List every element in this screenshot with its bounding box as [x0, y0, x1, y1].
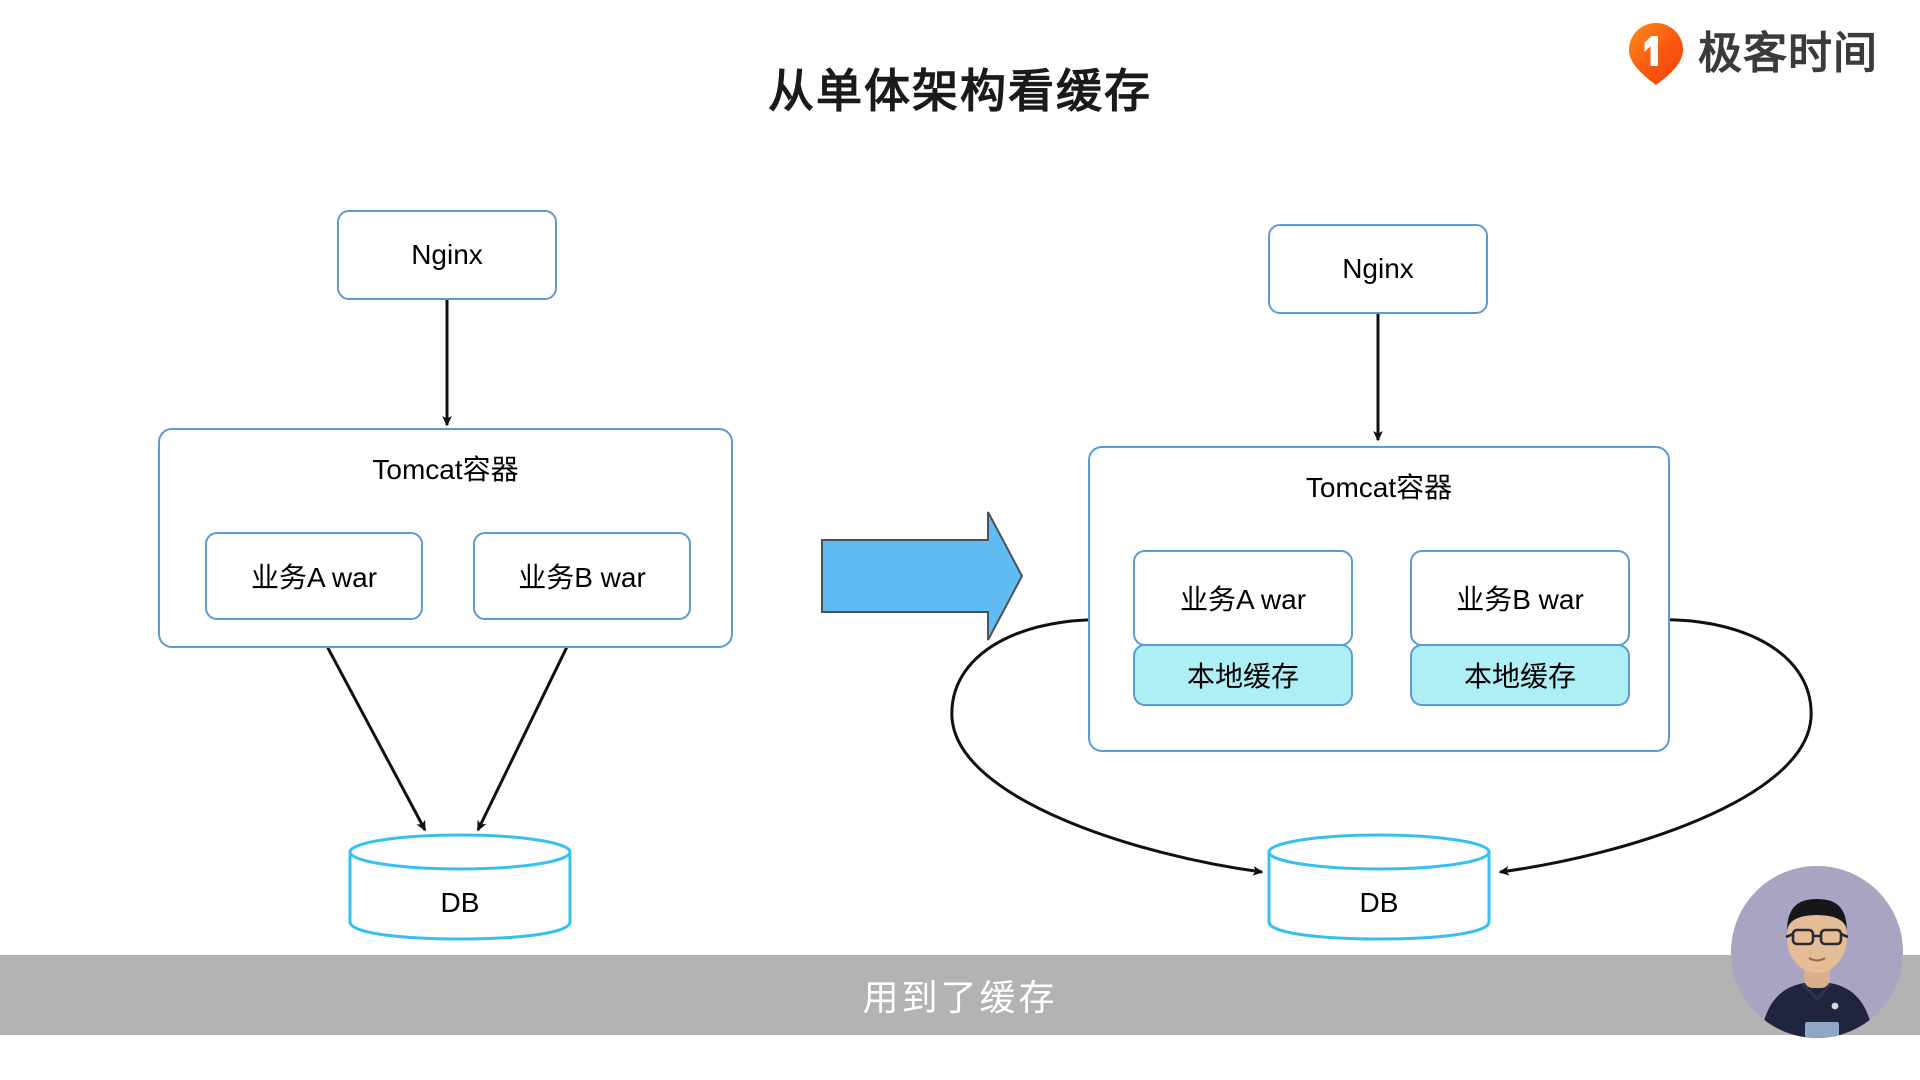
presenter-avatar: [1731, 866, 1903, 1038]
transition-block-arrow: [821, 511, 1024, 641]
edge-left-warB-to-db: [476, 619, 582, 832]
presenter-video-bubble[interactable]: [1731, 866, 1903, 1038]
right-nginx-label: Nginx: [1342, 253, 1414, 284]
right-node-cache-a[interactable]: 本地缓存: [1133, 644, 1353, 706]
left-node-nginx[interactable]: Nginx: [337, 210, 557, 300]
left-nginx-label: Nginx: [411, 239, 483, 270]
brand-logo: 极客时间: [1628, 22, 1878, 86]
left-tomcat-label: Tomcat容器: [372, 454, 519, 485]
left-db-cylinder-icon: [348, 833, 572, 941]
right-node-cache-b[interactable]: 本地缓存: [1410, 644, 1630, 706]
left-db-label: DB: [440, 887, 480, 918]
right-node-db[interactable]: DB: [1267, 832, 1491, 942]
right-cache-b-label: 本地缓存: [1463, 661, 1576, 692]
right-war-a-label: 业务A war: [1179, 584, 1307, 615]
right-tomcat-label: Tomcat容器: [1305, 472, 1453, 503]
right-war-b-label: 业务B war: [1456, 584, 1584, 615]
right-node-war-a[interactable]: 业务A war: [1133, 550, 1353, 646]
subtitle-bar: 用到了缓存: [0, 955, 1920, 1035]
page-title: 从单体架构看缓存: [768, 65, 1152, 117]
left-node-war-a[interactable]: 业务A war: [205, 532, 423, 620]
subtitle-text: 用到了缓存: [862, 977, 1058, 1018]
edge-right-warB-to-db: [1498, 618, 1813, 876]
right-db-label: DB: [1359, 887, 1399, 918]
left-war-b-label: 业务B war: [518, 562, 646, 593]
left-war-a-label: 业务A war: [250, 562, 378, 593]
right-db-cylinder-icon: [1267, 833, 1491, 941]
geektime-pin-logo-icon: [1628, 22, 1684, 86]
left-node-db[interactable]: DB: [348, 832, 572, 942]
right-cache-a-label: 本地缓存: [1186, 661, 1299, 692]
left-node-war-b[interactable]: 业务B war: [473, 532, 691, 620]
edge-left-warA-to-db: [311, 619, 427, 832]
brand-name: 极客时间: [1698, 29, 1878, 78]
edge-right-warA-to-db: [950, 618, 1264, 876]
right-node-war-b[interactable]: 业务B war: [1410, 550, 1630, 646]
right-node-nginx[interactable]: Nginx: [1268, 224, 1488, 314]
